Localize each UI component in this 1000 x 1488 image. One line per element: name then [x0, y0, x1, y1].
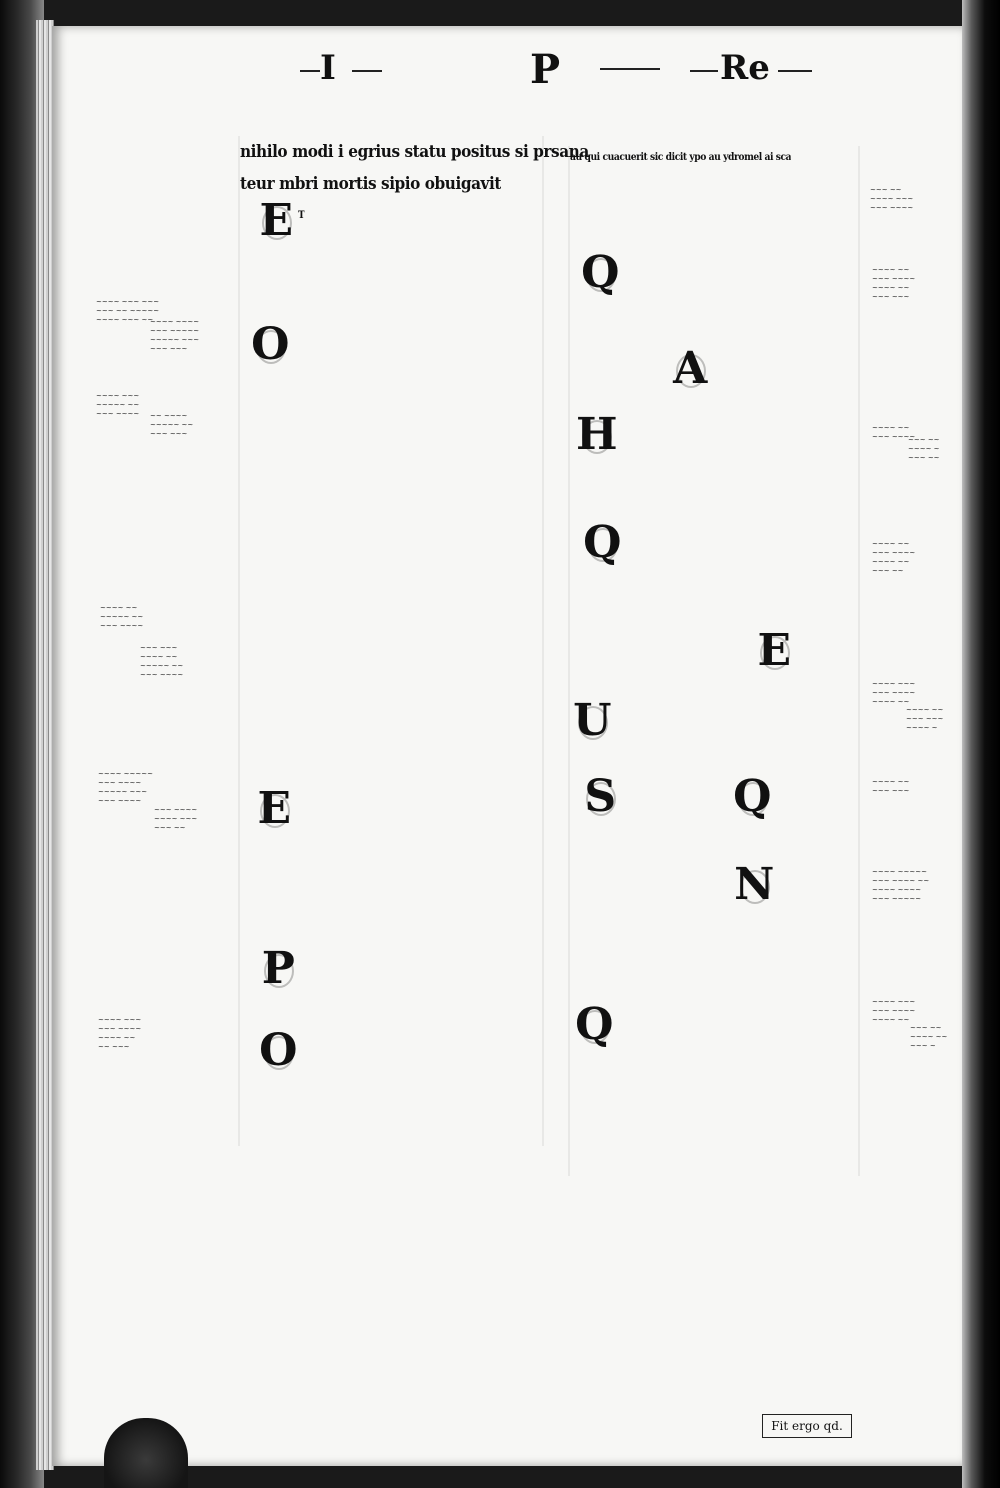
decorated-initial: Q [581, 247, 619, 298]
decorated-initial: E [256, 198, 296, 244]
decorated-initial: Q [575, 999, 613, 1050]
marginal-gloss: ~~~ ~~~ ~~~~ ~~ ~~~~~ ~~ ~~~ ~~~~ [140, 644, 184, 679]
marginal-gloss: ~~~~ ~~~ ~~~ ~~~~ ~~~~ ~~ [872, 680, 916, 706]
running-head-right: Re [720, 48, 770, 88]
decorated-initial: Q [583, 517, 621, 568]
marginal-gloss: ~~~~ ~~ ~~~ ~~~ ~~~~ ~ [906, 706, 944, 732]
marginal-gloss: ~~~~ ~~~~~ ~~~ ~~~~ ~~ ~~~~ ~~~~ ~~~ ~~~… [872, 868, 930, 903]
decorated-initial: O [251, 319, 289, 370]
marginal-gloss: ~~~~ ~~~~~ ~~~ ~~~~ ~~~~~ ~~~ ~~~ ~~~~ [98, 770, 154, 805]
decorated-initial: Q [733, 771, 771, 822]
ruling-line [858, 146, 860, 1176]
running-head-center: P [530, 46, 561, 93]
marginal-gloss: ~~~~ ~~ ~~~~~ ~~ ~~~ ~~~~ [100, 604, 144, 630]
text-column-right: au qui cuacuerit sic dicit ypo au ydrome… [570, 150, 870, 1150]
decorated-initial: P [258, 946, 298, 992]
marginal-gloss: ~~~~ ~~~ ~~~ ~~~~ ~~~~ ~~ ~~ ~~~ [98, 1016, 142, 1051]
decorated-initial: E [754, 628, 794, 674]
decorated-initial: N [734, 859, 774, 910]
right-page-edge [962, 0, 1000, 1488]
marginal-gloss: ~~~~ ~~~ ~~~~~ ~~ ~~~ ~~~~ [96, 392, 140, 418]
marginal-gloss: ~~~~ ~~ ~~~ ~~~ [872, 778, 910, 795]
text-line: nihilo modi i egrius statu positus si pr… [240, 142, 589, 162]
marginal-gloss: ~~~~ ~~~ ~~~ ~~~~ ~~~~ ~~ [872, 998, 916, 1024]
decorated-initial: E [254, 786, 294, 832]
manuscript-page [52, 26, 962, 1466]
ruling-line [568, 146, 570, 1176]
marginal-gloss: ~~~ ~~ ~~~~ ~~ ~~~ ~ [910, 1024, 948, 1050]
catchword-box: Fit ergo qd. [762, 1414, 852, 1438]
marginal-gloss: ~~~~ ~~~~ ~~~ ~~~~~ ~~~~~ ~~~ ~~~ ~~~ [150, 318, 200, 353]
text-line: teur mbri mortis sipio obuigavit [240, 174, 501, 194]
marginal-gloss: ~~~~ ~~ ~~~ ~~~~ ~~~~ ~~ ~~~ ~~ [872, 540, 916, 575]
marginal-gloss: ~~~~ ~~ ~~~ ~~~~ ~~~~ ~~ ~~~ ~~~ [872, 266, 916, 301]
thumb-shadow [104, 1418, 188, 1488]
running-head-flourish [778, 70, 812, 72]
running-head-flourish [600, 68, 660, 70]
decorated-initial: U [573, 695, 611, 746]
marginal-gloss: ~~~~ ~~~ ~~~ ~~~ ~~ ~~~~~ ~~~~ ~~~ ~~ [96, 298, 160, 324]
decorated-initial: A [670, 346, 710, 392]
decorated-initial: O [259, 1025, 297, 1076]
ruling-line [238, 136, 240, 1146]
text-column-left: nihilo modi i egrius statu positus si pr… [240, 140, 589, 1130]
running-head-flourish [352, 70, 382, 72]
running-head-flourish [300, 70, 320, 72]
ruling-line [542, 136, 544, 1146]
text-line: T [298, 210, 305, 221]
running-head-flourish [690, 70, 718, 72]
text-line: au qui cuacuerit sic dicit ypo au ydrome… [570, 152, 792, 163]
marginal-gloss: ~~~~ ~~ ~~~ ~~~~ [872, 424, 916, 441]
running-head-left: I [320, 48, 336, 88]
marginal-gloss: ~~ ~~~~ ~~~~~ ~~ ~~~ ~~~ [150, 412, 194, 438]
decorated-initial: S [580, 774, 620, 820]
marginal-gloss: ~~~ ~~~~ ~~~~ ~~~ ~~~ ~~ [154, 806, 198, 832]
marginal-gloss: ~~~ ~~ ~~~~ ~ ~~~ ~~ [908, 436, 940, 462]
running-head: I P Re [300, 40, 840, 100]
decorated-initial: H [576, 409, 618, 460]
marginal-gloss: ~~~ ~~ ~~~~ ~~~ ~~~ ~~~~ [870, 186, 914, 212]
page-stack-edge [36, 20, 54, 1470]
